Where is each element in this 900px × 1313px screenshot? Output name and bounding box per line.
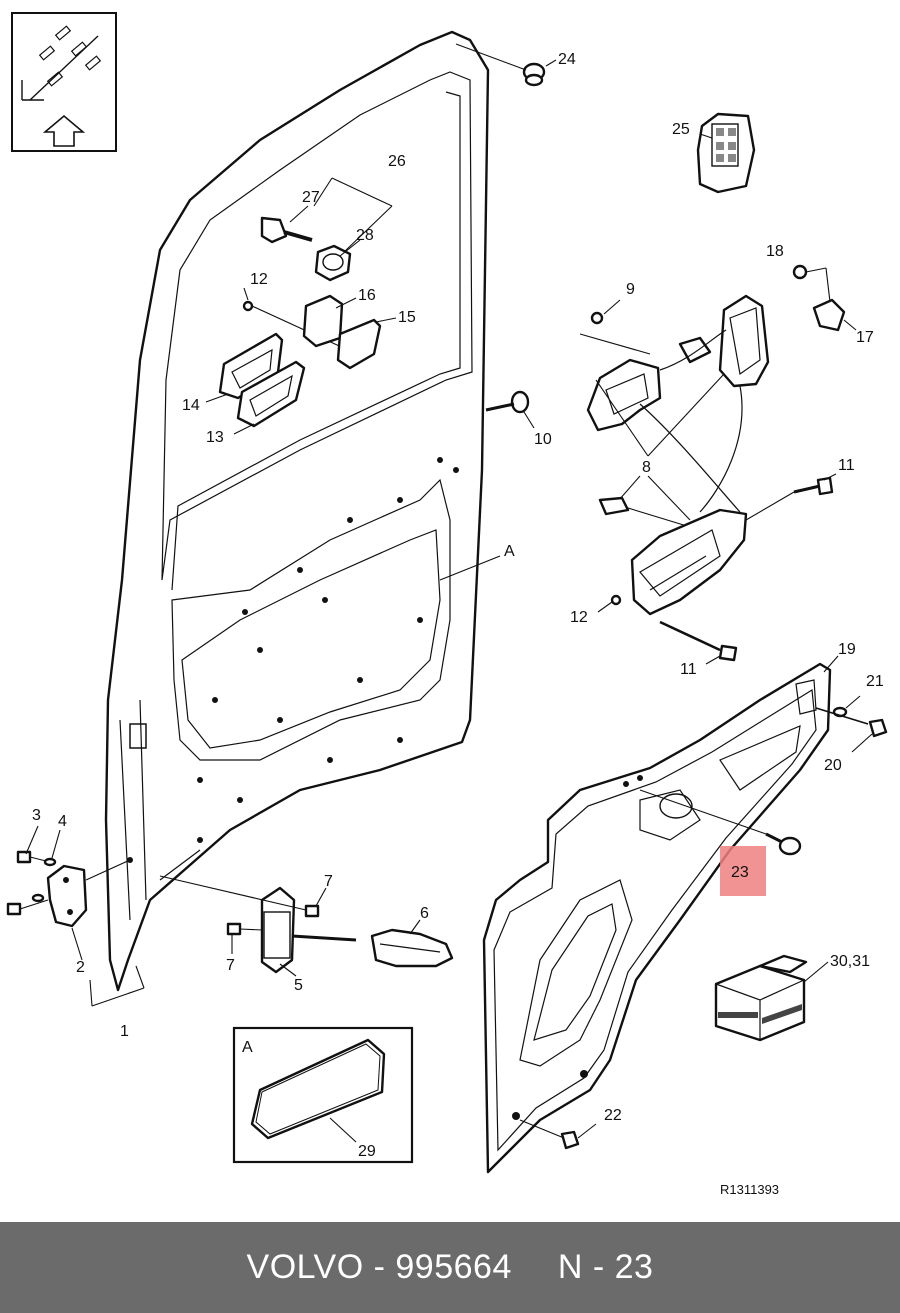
group-leaders [25, 825, 421, 1007]
exploded-parts-diagram: 1 2 3 4 5 6 7 7 8 9 10 11 11 12 12 13 14… [6, 12, 888, 1197]
door-check-strap [159, 875, 454, 974]
callout-1: 1 [120, 1023, 129, 1040]
striker-bracket [792, 264, 857, 332]
highlight-part-23 [720, 846, 766, 896]
callout-2: 2 [76, 959, 85, 976]
callout-9: 9 [626, 281, 635, 298]
part-footer-bar: VOLVO - 995664 N - 23 [0, 1222, 900, 1313]
bolt-10 [485, 390, 535, 429]
outer-handle-assembly [597, 473, 837, 665]
remote-key-fob [696, 112, 756, 194]
panel-fasteners [519, 695, 888, 1150]
kit-box [714, 954, 829, 1042]
orientation-icon [11, 12, 117, 152]
callout-16: 16 [358, 287, 376, 304]
callout-5: 5 [294, 977, 303, 994]
brand-part-number: VOLVO - 995664 [246, 1248, 512, 1286]
callout-22: 22 [604, 1107, 622, 1124]
callout-25: 25 [672, 121, 690, 138]
callout-11-lower: 11 [680, 661, 697, 678]
detail-a-label: A [242, 1039, 253, 1056]
door-trim-panel [482, 655, 839, 1174]
door-hinge [6, 850, 131, 928]
callout-7-lower: 7 [226, 957, 235, 974]
nut-24 [455, 43, 557, 87]
callout-11-upper: 11 [838, 457, 855, 474]
callout-27: 27 [302, 189, 320, 206]
detail-a-inset [232, 1026, 414, 1164]
callout-labels: 1 2 3 4 5 6 7 7 8 9 10 11 11 12 12 13 14… [32, 51, 884, 1197]
callout-29: 29 [358, 1143, 376, 1160]
callout-detail-a: A [504, 543, 515, 560]
callout-19: 19 [838, 641, 856, 658]
callout-12-upper: 12 [250, 271, 268, 288]
detail-a-pointer [439, 555, 501, 581]
callout-10: 10 [534, 431, 552, 448]
callout-26: 26 [388, 153, 406, 170]
diagram-canvas: 1 2 3 4 5 6 7 7 8 9 10 11 11 12 12 13 14… [6, 12, 888, 1197]
callout-28: 28 [356, 227, 374, 244]
callout-23: 23 [731, 864, 749, 881]
callout-7-upper: 7 [324, 873, 333, 890]
callout-21: 21 [866, 673, 884, 690]
callout-18: 18 [766, 243, 784, 260]
diagram-position: N - 23 [557, 1248, 654, 1286]
arrow-up-icon [42, 114, 86, 147]
callout-30-31: 30,31 [830, 953, 870, 970]
callout-13: 13 [206, 429, 224, 446]
callout-17: 17 [856, 329, 874, 346]
callout-3: 3 [32, 807, 41, 824]
callout-14: 14 [182, 397, 200, 414]
callout-20: 20 [824, 757, 842, 774]
callout-6: 6 [420, 905, 429, 922]
reference-code: R1311393 [720, 1182, 779, 1197]
callout-4: 4 [58, 813, 67, 830]
callout-24: 24 [558, 51, 576, 68]
callout-8: 8 [642, 459, 651, 476]
door-lock-mechanism [579, 294, 770, 521]
inner-handle-parts [205, 287, 397, 435]
callout-15: 15 [398, 309, 416, 326]
callout-12-lower: 12 [570, 609, 588, 626]
lock-cylinder-set [260, 177, 393, 282]
door-frame [104, 30, 490, 992]
